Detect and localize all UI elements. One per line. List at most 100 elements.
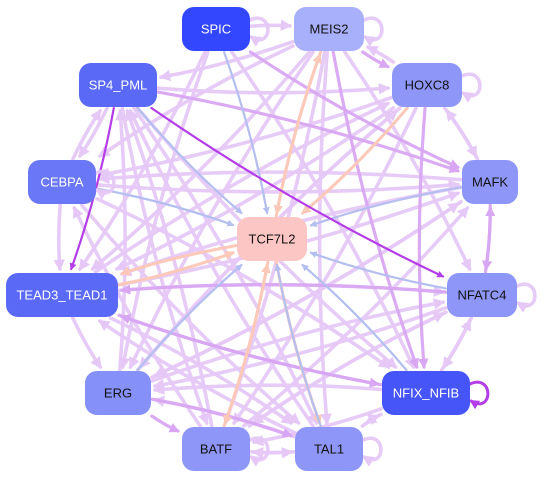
node-box [295, 427, 363, 471]
node-tcf7l2[interactable]: TCF7L2 [237, 217, 307, 261]
node-mafk[interactable]: MAFK [462, 160, 518, 204]
edge-sp4_pml-to-mafk [156, 90, 460, 174]
self-loop-tal1 [359, 436, 383, 467]
node-box [182, 7, 250, 51]
edge-hoxc8-to-tead3_tead1 [114, 106, 396, 271]
edge-sp4_pml-to-tcf7l2 [136, 106, 243, 215]
node-hoxc8[interactable]: HOXC8 [392, 63, 462, 107]
node-box [79, 63, 157, 107]
node-box [182, 427, 250, 471]
self-loop-hoxc8 [458, 72, 482, 103]
edge-cebpa-to-tal1 [79, 203, 301, 425]
edge-meis2-to-erg [128, 50, 315, 370]
node-tal1[interactable]: TAL1 [295, 427, 363, 471]
node-box [237, 217, 307, 261]
node-label: ERG [104, 386, 132, 401]
edge-hoxc8-to-nfix_nfib [417, 106, 429, 370]
edge-erg-to-batf [150, 414, 180, 433]
node-label: SP4_PML [89, 78, 148, 93]
edge-hoxc8-to-batf [232, 106, 418, 425]
edge-meis2-to-nfatc4 [343, 50, 472, 272]
self-loop-nfatc4 [513, 282, 537, 313]
self-loop-cebpa [92, 169, 116, 200]
node-spic[interactable]: SPIC [182, 7, 250, 51]
edge-erg-to-tcf7l2 [136, 263, 243, 372]
edge-nfix_nfib-to-nfatc4 [439, 318, 472, 372]
edge-tcf7l2-to-meis2 [274, 53, 322, 218]
node-box [392, 63, 462, 107]
edge-meis2-to-sp4_pml [158, 39, 295, 82]
edge-nfatc4-to-tcf7l2 [309, 251, 448, 290]
edge-tead3_tead1-to-tcf7l2 [117, 250, 235, 287]
edge-nfix_nfib-to-erg [152, 383, 383, 396]
self-loop-meis2 [360, 16, 384, 47]
edge-nfatc4-to-mafk [483, 205, 496, 274]
node-box [28, 160, 96, 204]
edge-hoxc8-to-tcf7l2 [301, 106, 409, 215]
node-meis2[interactable]: MEIS2 [294, 7, 364, 51]
edge-mafk-to-tcf7l2 [309, 186, 463, 227]
edge-cebpa-to-tead3_tead1 [53, 203, 65, 272]
edge-tal1-to-tcf7l2 [274, 263, 322, 428]
edge-nfatc4-to-tead3_tead1 [119, 283, 448, 295]
self-loop-nfix_nfib [466, 380, 490, 410]
edge-meis2-to-hoxc8 [361, 50, 390, 69]
node-label: MAFK [472, 175, 508, 190]
edge-tead3_tead1-to-erg [71, 316, 103, 369]
self-loop-spic [246, 16, 270, 47]
edge-sp4_pml-to-tal1 [132, 106, 319, 426]
edge-sp4_pml-to-nfatc4 [150, 106, 445, 278]
edge-tcf7l2-to-batf [223, 260, 270, 425]
edge-tal1-to-nfix_nfib [360, 414, 381, 428]
edge-cebpa-to-sp4_pml [71, 109, 102, 161]
node-erg[interactable]: ERG [85, 371, 151, 415]
edge-meis2-to-nfix_nfib [331, 50, 419, 369]
edge-tead3_tead1-to-nfix_nfib [117, 313, 381, 388]
node-tead3-tead1[interactable]: TEAD3_TEAD1 [6, 273, 118, 317]
node-label: NFATC4 [458, 288, 507, 303]
edge-hoxc8-to-meis2 [365, 45, 396, 64]
node-label: NFIX_NFIB [393, 386, 459, 401]
node-nfatc4[interactable]: NFATC4 [447, 273, 517, 317]
node-label: CEBPA [40, 175, 83, 190]
edge-spic-to-tead3_tead1 [78, 50, 207, 271]
node-label: TEAD3_TEAD1 [16, 288, 107, 303]
edge-cebpa-to-nfix_nfib [95, 196, 391, 369]
node-batf[interactable]: BATF [182, 427, 250, 471]
node-box [382, 371, 470, 415]
edge-mafk-to-cebpa [97, 170, 463, 185]
node-nfix-nfib[interactable]: NFIX_NFIB [382, 371, 470, 415]
edge-meis2-to-tead3_tead1 [90, 50, 312, 271]
node-box [6, 273, 118, 317]
node-label: HOXC8 [405, 78, 450, 93]
edge-hoxc8-to-cebpa [97, 95, 393, 180]
edge-spic-to-tcf7l2 [223, 50, 270, 215]
edge-spic-to-nfix_nfib [230, 50, 416, 370]
edge-sp4_pml-to-cebpa [78, 106, 109, 158]
edge-spic-to-erg [118, 50, 210, 370]
node-label: MEIS2 [309, 22, 348, 37]
node-label: BATF [200, 442, 232, 457]
self-loop-batf [246, 436, 270, 467]
node-sp4-pml[interactable]: SP4_PML [79, 63, 157, 107]
edge-layer [53, 16, 537, 467]
node-label: SPIC [201, 22, 231, 37]
node-cebpa[interactable]: CEBPA [28, 160, 96, 204]
edge-nfix_nfib-to-tcf7l2 [301, 263, 408, 372]
edge-cebpa-to-tcf7l2 [95, 187, 235, 227]
node-box [294, 7, 364, 51]
node-box [447, 273, 517, 317]
edge-cebpa-to-mafk [95, 179, 461, 194]
edge-mafk-to-hoxc8 [445, 109, 480, 161]
edge-erg-to-sp4_pml [115, 108, 127, 372]
edge-tead3_tead1-to-tal1 [108, 316, 294, 425]
edge-sp4_pml-to-batf [120, 106, 210, 426]
node-label: TAL1 [314, 442, 344, 457]
node-label: TCF7L2 [249, 232, 296, 247]
edge-spic-to-meis2 [249, 19, 293, 31]
edge-tal1-to-batf [251, 447, 296, 459]
edge-batf-to-sp4_pml [124, 108, 214, 428]
node-box [85, 371, 151, 415]
